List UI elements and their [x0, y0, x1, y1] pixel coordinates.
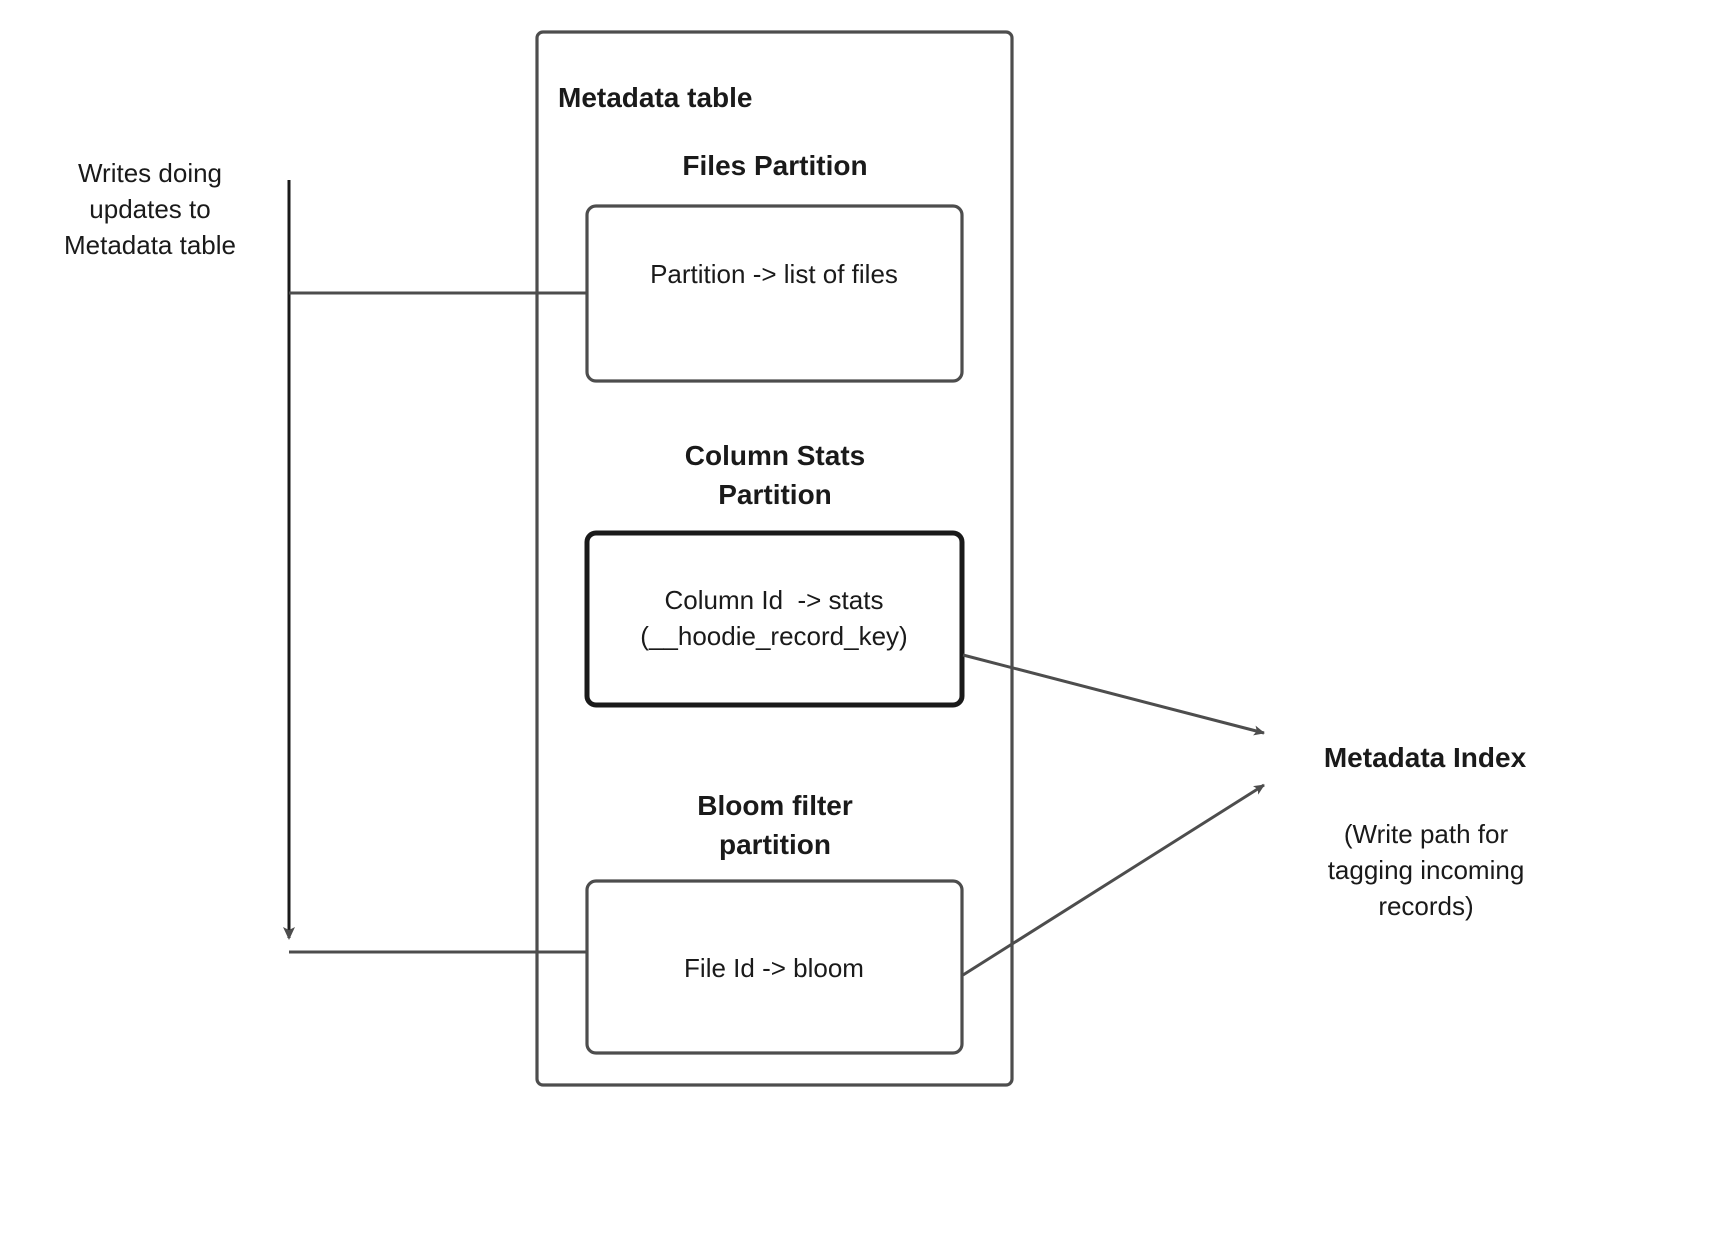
connector-bloom-to-index — [962, 783, 1265, 977]
metadata-index-description: (Write path for tagging incoming records… — [1327, 819, 1525, 921]
metadata-table-container — [535, 30, 1014, 1087]
files-partition-box — [585, 204, 964, 383]
files-partition-box-label: Partition -> list of files — [650, 259, 898, 289]
column-stats-partition-heading: Column Stats Partition — [684, 440, 866, 510]
connector-colstats-to-index — [962, 653, 1265, 736]
metadata-index-title: Metadata Index — [1323, 742, 1527, 773]
metadata-table-title: Metadata table — [558, 82, 753, 113]
column-stats-box-label: Column Id -> stats (__hoodie_record_key) — [640, 585, 908, 651]
bloom-filter-box-label: File Id -> bloom — [684, 953, 864, 983]
files-partition-heading: Files Partition — [682, 150, 868, 181]
bloom-filter-partition-heading: Bloom filter partition — [697, 790, 853, 860]
writes-annotation-label: Writes doing updates to Metadata table — [63, 158, 236, 260]
